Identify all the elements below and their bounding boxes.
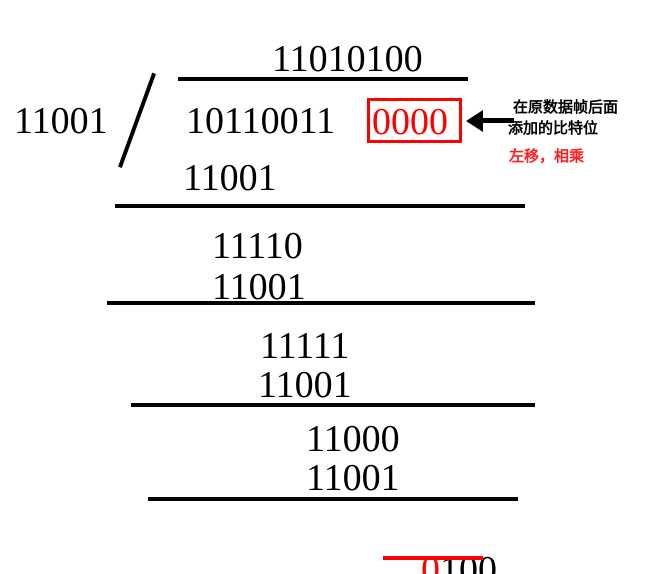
step-divider-4 bbox=[148, 497, 518, 501]
division-bracket-slash bbox=[118, 72, 156, 168]
step-divider-3 bbox=[131, 403, 535, 407]
step-3-subtrahend: 11001 bbox=[258, 364, 352, 406]
annotation-arrow-head bbox=[466, 110, 483, 132]
annotation-note-line2: 添加的比特位 bbox=[508, 119, 599, 137]
dividend-original-bits: 10110011 bbox=[186, 100, 336, 142]
step-2-minuend: 11110 bbox=[212, 225, 303, 267]
step-2-subtrahend: 11001 bbox=[212, 266, 306, 308]
annotation-arrow-shaft bbox=[482, 118, 514, 123]
remainder-value: 0100 bbox=[383, 513, 497, 574]
step-divider-1 bbox=[115, 204, 525, 208]
remainder-leading-bit: 0 bbox=[421, 549, 440, 574]
step-4-minuend: 11000 bbox=[306, 418, 400, 460]
quotient-value: 11010100 bbox=[272, 38, 423, 80]
appended-bits-highlight-box bbox=[367, 98, 462, 143]
dividend-appended-bits: 0000 bbox=[372, 101, 448, 143]
step-3-minuend: 11111 bbox=[260, 325, 350, 367]
step-divider-2 bbox=[107, 301, 535, 305]
step-1-subtrahend: 11001 bbox=[183, 157, 277, 199]
remainder-underline bbox=[383, 556, 483, 560]
annotation-note-red: 左移，相乘 bbox=[509, 147, 585, 165]
division-bracket-top-bar bbox=[178, 77, 468, 81]
step-4-subtrahend: 11001 bbox=[306, 457, 400, 499]
annotation-note-line1: 在原数据帧后面 bbox=[513, 98, 619, 116]
remainder-trailing-bits: 100 bbox=[440, 549, 497, 574]
divisor-value: 11001 bbox=[14, 100, 108, 142]
